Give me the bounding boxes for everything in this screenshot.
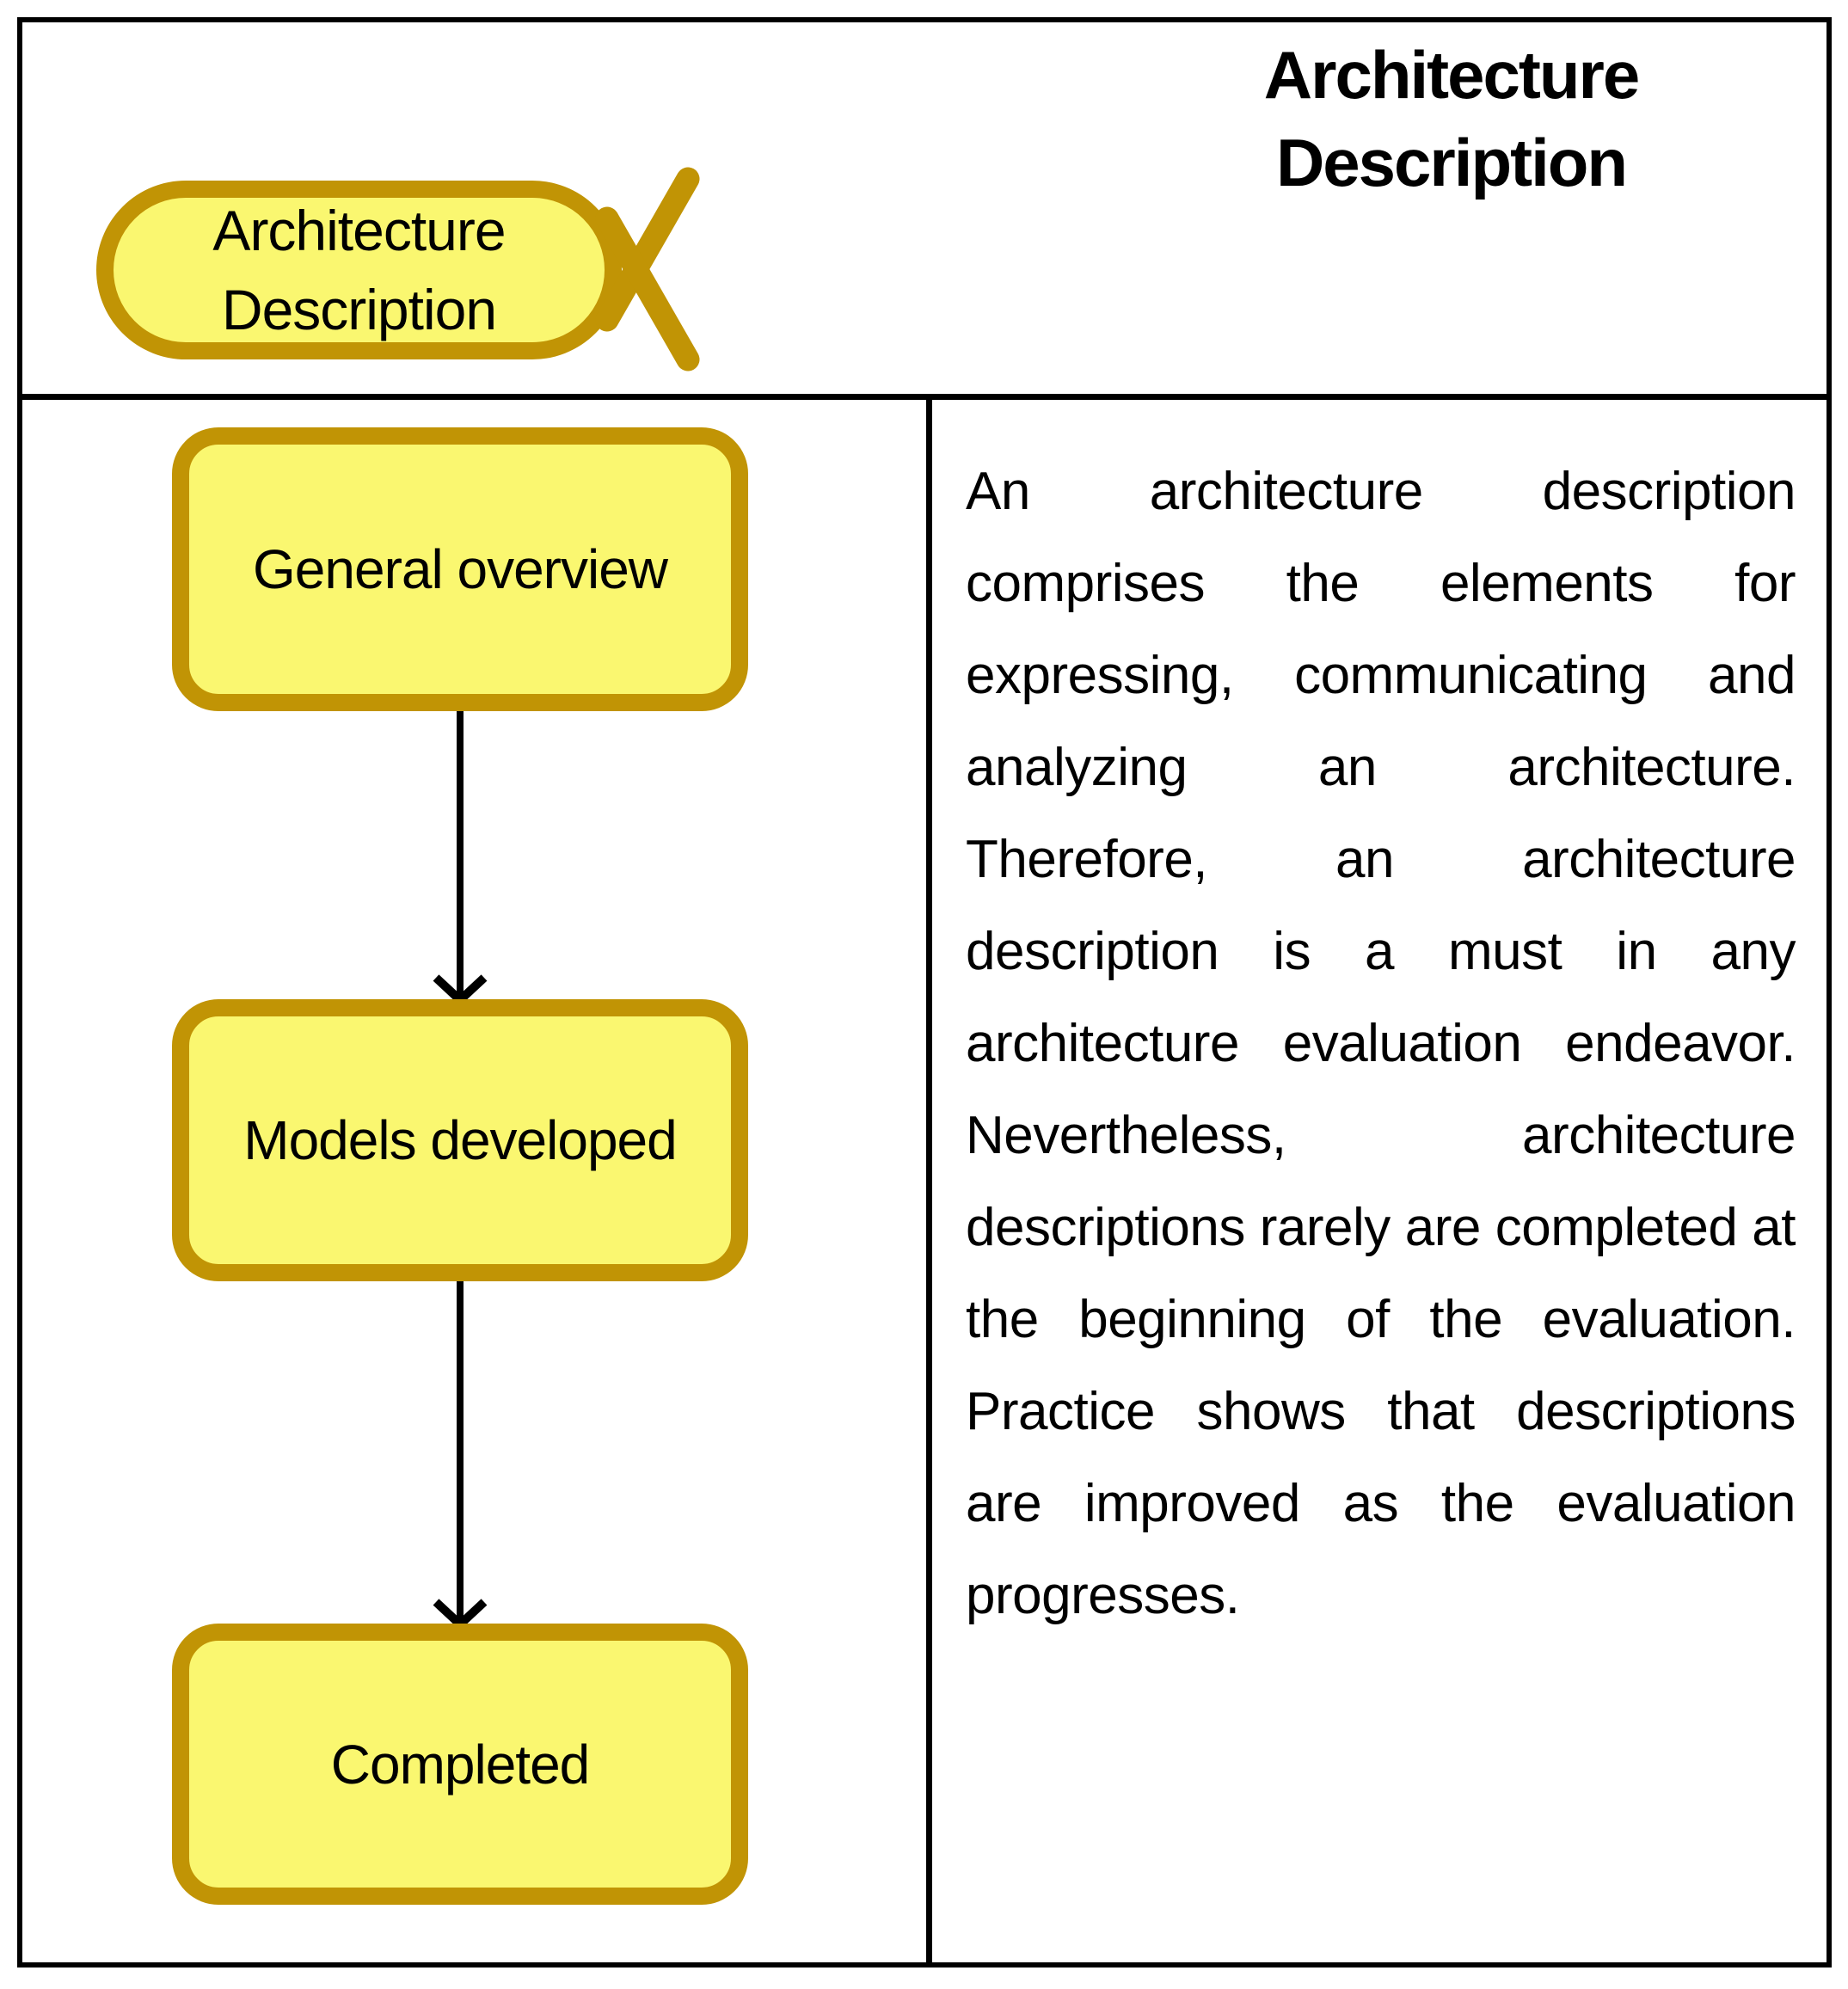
panel-title: Architecture Description	[1263, 37, 1640, 200]
flow-arrow-2	[433, 1281, 488, 1625]
description-paragraph: An architecture description comprises th…	[966, 462, 1796, 1625]
horizontal-divider	[17, 394, 1832, 400]
vertical-divider	[926, 394, 932, 1968]
architecture-description-shape: Architecture Description	[96, 181, 622, 359]
flow-node-general-overview: General overview	[172, 427, 748, 711]
flow-arrow-1	[433, 711, 488, 1001]
flow-node-completed: Completed	[172, 1624, 748, 1905]
outer-border	[17, 17, 1832, 1968]
flow-node-models-developed: Models developed	[172, 999, 748, 1281]
x-connector-icon	[595, 167, 700, 371]
